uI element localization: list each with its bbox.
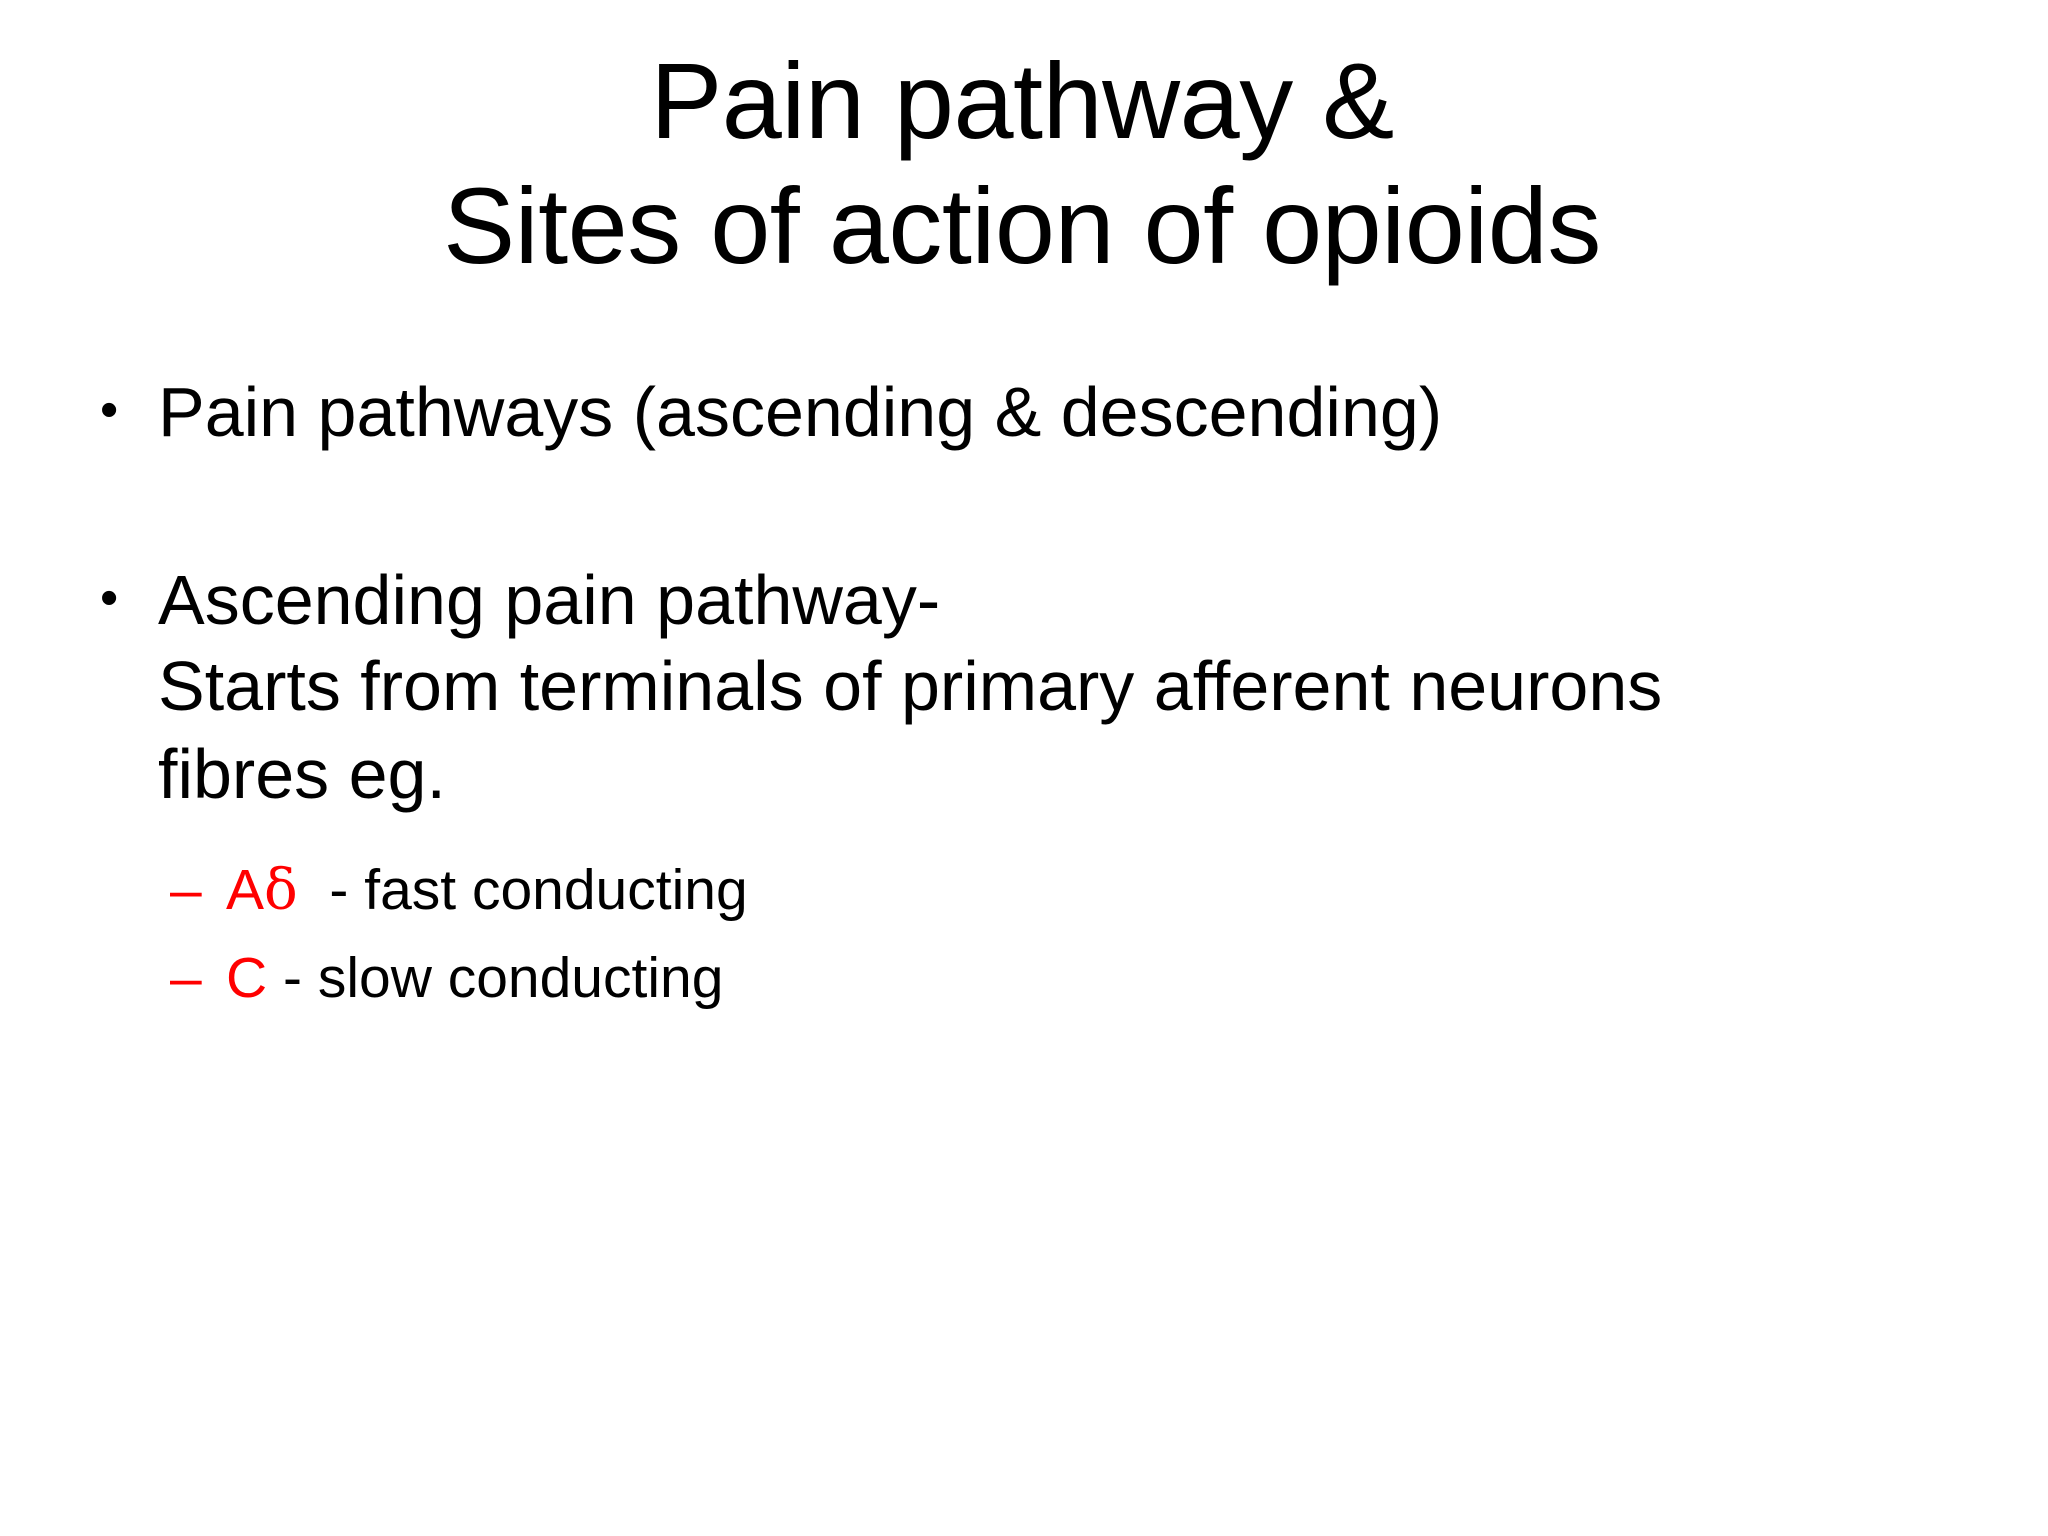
bullet-text-pain-pathways: Pain pathways (ascending & descending) xyxy=(158,373,1443,451)
slide-body: • Pain pathways (ascending & descending)… xyxy=(86,370,1936,1027)
paragraph-primary-afferent: Starts from terminals of primary afferen… xyxy=(158,647,1663,814)
list-item: • Pain pathways (ascending & descending) xyxy=(86,370,1936,454)
sub-bullet-list: – Aδ - fast conducting – C - slow conduc… xyxy=(170,852,1936,1017)
page-title: Pain pathway & Sites of action of opioid… xyxy=(443,40,1601,287)
list-item: – C - slow conducting xyxy=(170,940,1936,1018)
dash-bullet-icon: – xyxy=(170,858,202,923)
blank-line-spacer xyxy=(86,454,1936,558)
bullet-dot-icon: • xyxy=(100,381,119,439)
fiber-label-c: C xyxy=(226,945,268,1010)
bullet-dot-icon: • xyxy=(100,569,119,627)
fiber-description-slow: - slow conducting xyxy=(267,945,724,1010)
list-item: – Aδ - fast conducting xyxy=(170,852,1936,930)
dash-bullet-icon: – xyxy=(170,945,202,1010)
fiber-label-a-delta: Aδ xyxy=(226,858,298,924)
fiber-description-fast: - fast conducting xyxy=(297,858,748,923)
bullet-text-ascending-pain-pathway: Ascending pain pathway- xyxy=(158,561,941,639)
list-item: • Ascending pain pathway- xyxy=(86,558,1936,642)
